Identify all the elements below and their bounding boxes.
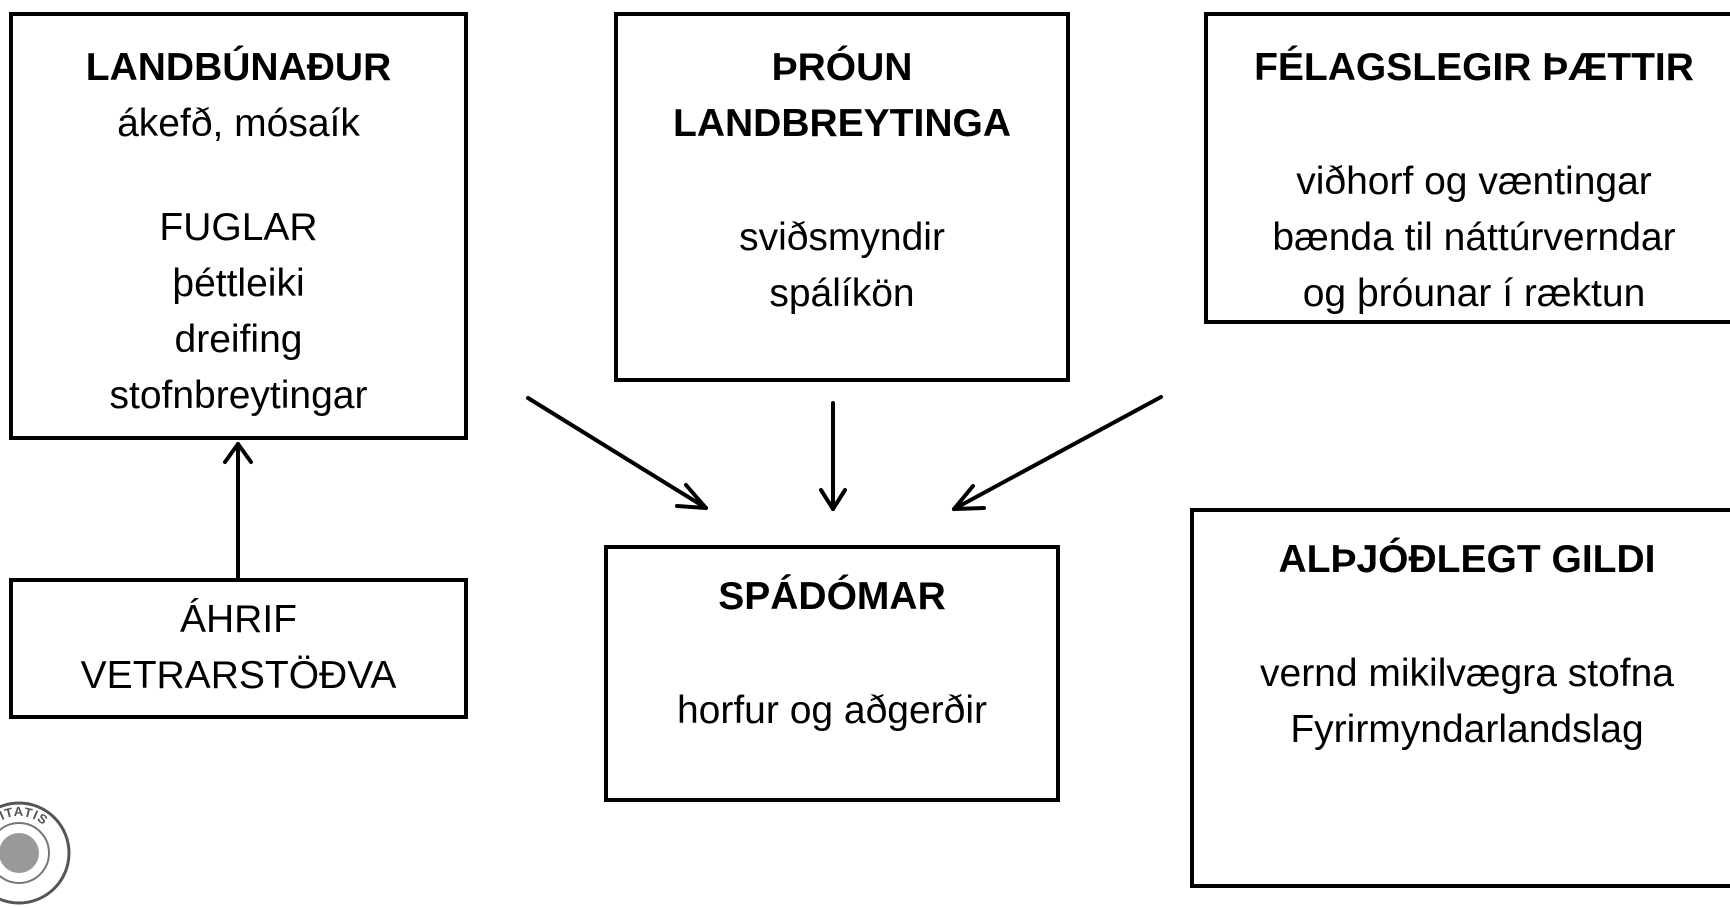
throun-item: spálíkön [769, 272, 915, 315]
arrow-throun-to-spadomar [819, 401, 847, 511]
ahrif-line: ÁHRIF [180, 598, 297, 641]
althjodlegt-item: Fyrirmyndarlandslag [1290, 708, 1644, 751]
landbunadur-subtitle: ákefð, mósaík [117, 102, 360, 145]
throun-box: ÞRÓUN LANDBREYTINGA sviðsmyndir spálíkön [614, 12, 1070, 382]
althjodlegt-item: vernd mikilvægra stofna [1260, 652, 1674, 695]
throun-title-line1: ÞRÓUN [771, 46, 913, 89]
landbunadur-title: LANDBÚNAÐUR [85, 46, 392, 89]
ahrif-line: VETRARSTÖÐVA [80, 654, 397, 697]
landbunadur-box: LANDBÚNAÐUR ákefð, mósaík FUGLAR þéttlei… [9, 12, 468, 440]
spadomar-item: horfur og aðgerðir [676, 689, 988, 732]
felagslegir-title: FÉLAGSLEGIR ÞÆTTIR [1254, 46, 1694, 89]
ahrif-box: ÁHRIF VETRARSTÖÐVA [9, 578, 468, 719]
arrows-layer [223, 395, 1163, 580]
arrow-ahrif-to-landbunadur [223, 442, 253, 580]
althjodlegt-title: ALÞJÓÐLEGT GILDI [1278, 538, 1656, 581]
felagslegir-item: viðhorf og væntingar [1296, 160, 1652, 203]
landbunadur-item: dreifing [174, 318, 303, 361]
spadomar-box: SPÁDÓMAR horfur og aðgerðir [604, 545, 1060, 802]
althjodlegt-box: ALÞJÓÐLEGT GILDI vernd mikilvægra stofna… [1190, 508, 1730, 888]
arrow-felagslegir-to-spadomar [952, 395, 1163, 511]
felagslegir-box: FÉLAGSLEGIR ÞÆTTIR viðhorf og væntingar … [1204, 12, 1730, 324]
felagslegir-item: bænda til náttúrverndar [1272, 216, 1676, 259]
landbunadur-item: þéttleiki [172, 262, 305, 305]
fuglar-title: FUGLAR [159, 206, 318, 249]
arrow-landbunadur-to-spadomar [526, 396, 708, 510]
spadomar-title: SPÁDÓMAR [718, 575, 946, 618]
throun-title-line2: LANDBREYTINGA [673, 102, 1011, 145]
university-seal-icon: SITATIS [0, 801, 71, 905]
felagslegir-item: og þróunar í ræktun [1302, 272, 1646, 315]
landbunadur-item: stofnbreytingar [109, 374, 368, 417]
throun-item: sviðsmyndir [739, 216, 945, 259]
